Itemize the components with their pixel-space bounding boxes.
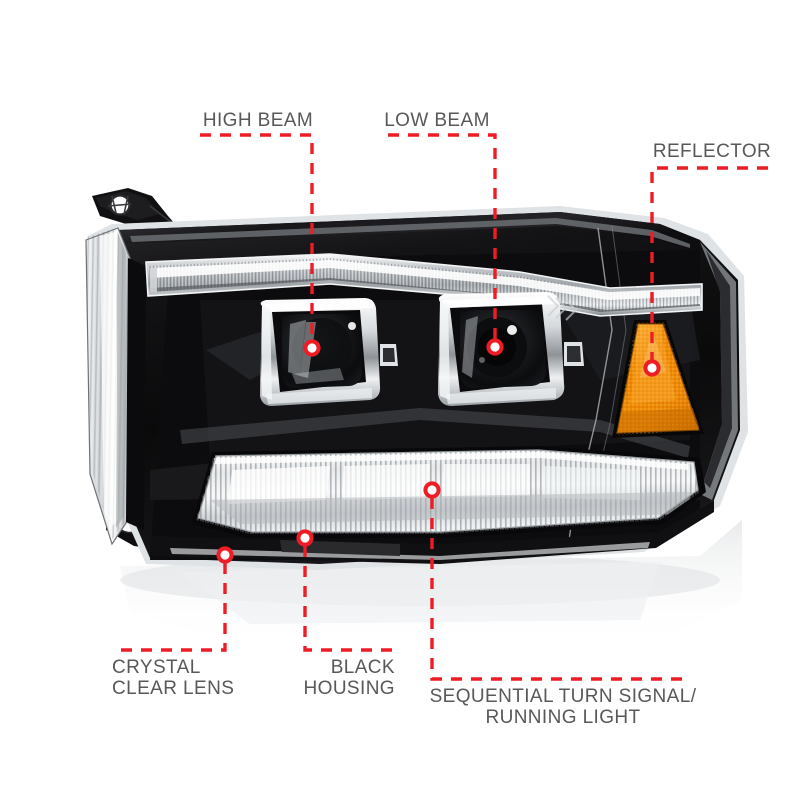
- callout-dot-reflector[interactable]: [643, 359, 661, 377]
- leader-line-reflector: [650, 166, 768, 360]
- callout-label-black-housing: BLACK HOUSING: [303, 657, 395, 699]
- leader-line-sequential-turn-signal-running-light: [430, 498, 684, 681]
- sequential-turn-signal-lens: [192, 446, 706, 538]
- callout-dot-black-housing[interactable]: [296, 529, 314, 547]
- leader-line-low-beam: [388, 133, 497, 339]
- callout-label-reflector: REFLECTOR: [652, 141, 772, 162]
- callout-dots: [216, 338, 661, 564]
- callout-dot-high-beam[interactable]: [303, 339, 321, 357]
- callout-leader-lines: [112, 133, 768, 681]
- side-marker-lens: [84, 227, 146, 546]
- callout-label-sequential-turn-signal-running-light: SEQUENTIAL TURN SIGNAL/ RUNNING LIGHT: [429, 686, 697, 728]
- callout-label-high-beam: HIGH BEAM: [202, 110, 314, 131]
- leader-line-black-housing: [303, 546, 395, 652]
- callout-label-low-beam: LOW BEAM: [384, 110, 490, 131]
- callout-dot-sequential-turn-signal-running-light[interactable]: [423, 481, 441, 499]
- callout-dot-crystal-clear-lens[interactable]: [216, 546, 234, 564]
- leader-line-high-beam: [200, 133, 314, 340]
- callout-dot-low-beam[interactable]: [486, 338, 504, 356]
- leader-line-crystal-clear-lens: [112, 563, 227, 652]
- callout-label-crystal-clear-lens: CRYSTAL CLEAR LENS: [112, 657, 235, 699]
